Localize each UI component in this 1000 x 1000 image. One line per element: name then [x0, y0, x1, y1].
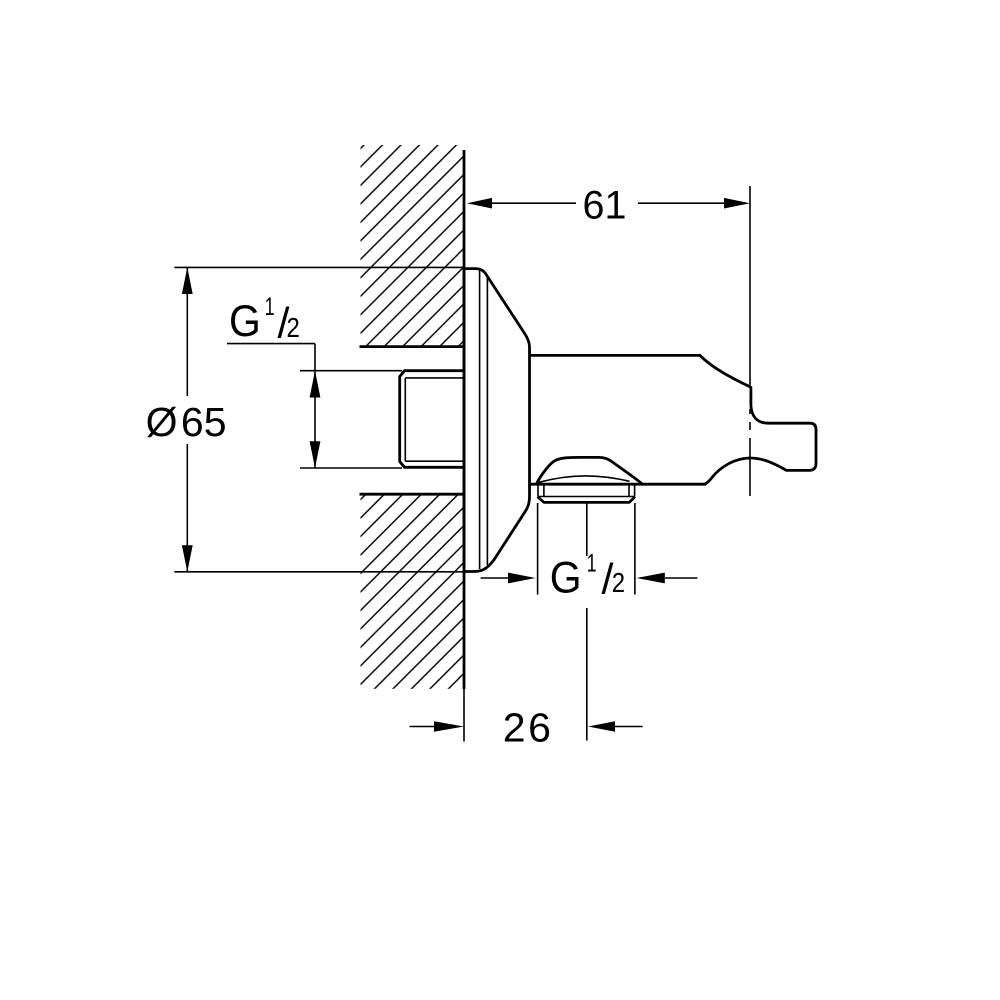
svg-text:2: 2: [287, 312, 300, 343]
svg-text:Ø: Ø: [146, 399, 178, 445]
svg-text:G: G: [550, 554, 582, 603]
svg-text:/: /: [278, 300, 290, 348]
svg-text:/: /: [602, 555, 614, 603]
svg-text:1: 1: [587, 550, 597, 578]
svg-text:65: 65: [181, 399, 227, 445]
svg-text:G: G: [229, 297, 261, 346]
svg-text:2: 2: [612, 567, 625, 598]
svg-text:26: 26: [503, 705, 554, 751]
svg-text:61: 61: [583, 183, 627, 227]
svg-text:1: 1: [265, 293, 275, 321]
